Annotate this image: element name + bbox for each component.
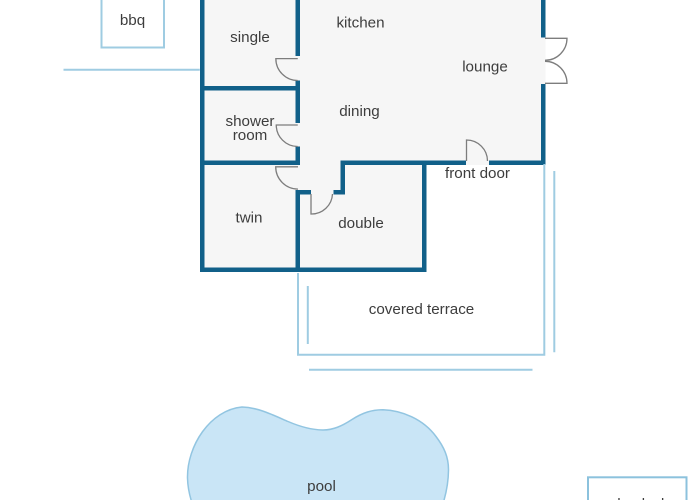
svg-text:single: single <box>230 29 270 46</box>
svg-text:shower: shower <box>226 113 275 130</box>
svg-text:pool: pool <box>307 478 336 495</box>
svg-text:twin: twin <box>235 210 262 227</box>
svg-text:front door: front door <box>445 165 510 182</box>
svg-text:lounge: lounge <box>462 59 508 76</box>
svg-text:dining: dining <box>339 103 380 120</box>
svg-text:room: room <box>233 127 268 144</box>
svg-text:kitchen: kitchen <box>336 15 384 32</box>
svg-text:shaded: shaded <box>608 496 665 500</box>
svg-text:bbq: bbq <box>120 12 145 29</box>
svg-text:covered terrace: covered terrace <box>369 301 475 318</box>
svg-text:double: double <box>338 215 384 232</box>
